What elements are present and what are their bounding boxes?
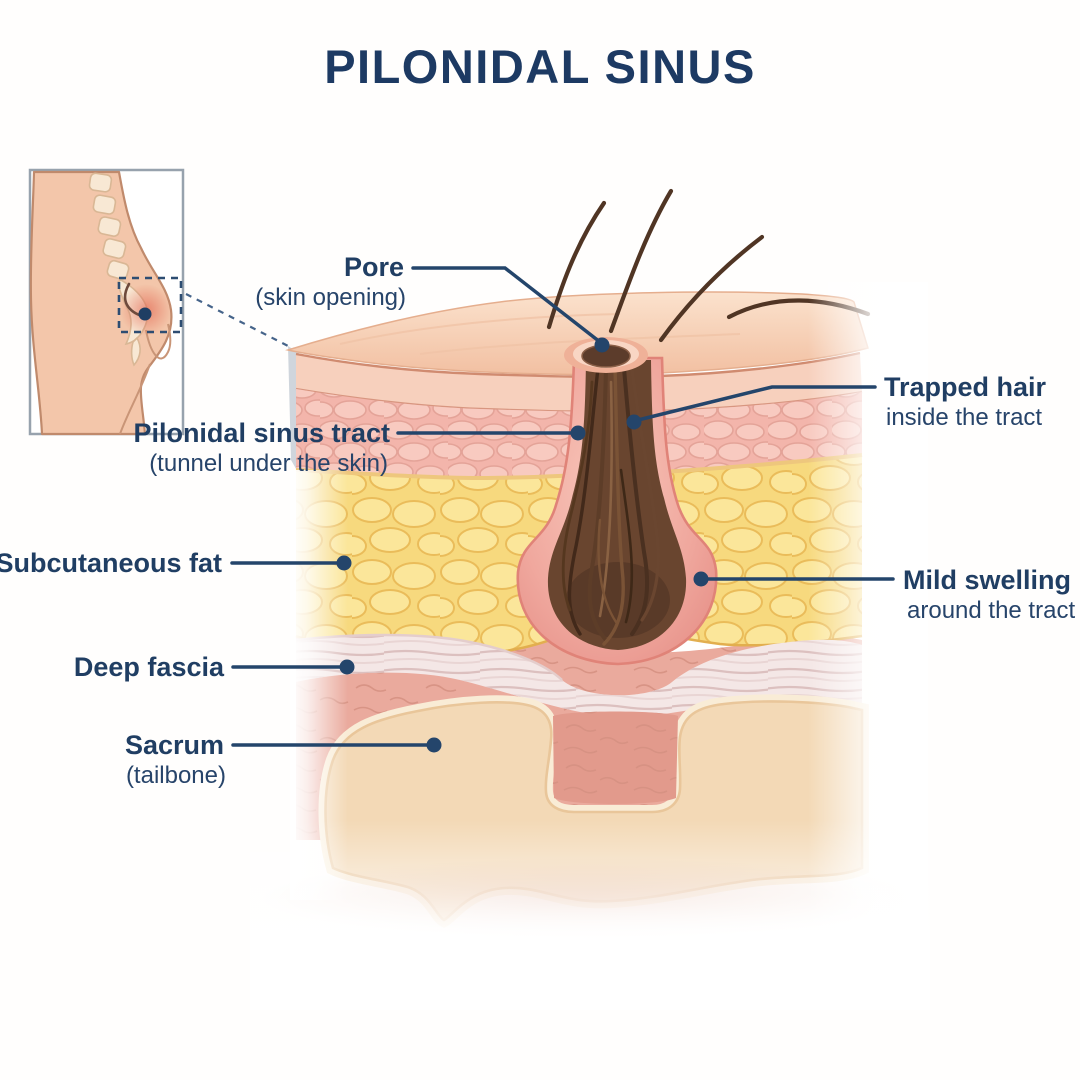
label-subtitle: (tailbone) xyxy=(126,762,226,789)
label-subcutaneous-fat: Subcutaneous fat xyxy=(0,548,352,578)
page-title: PILONIDAL SINUS xyxy=(324,40,756,93)
label-subtitle: inside the tract xyxy=(886,404,1042,431)
label-title: Deep fascia xyxy=(74,652,225,682)
surface-hairs xyxy=(546,188,871,343)
anchor-dot xyxy=(693,571,709,587)
label-title: Pilonidal sinus tract xyxy=(133,418,390,448)
inset-figure xyxy=(28,168,297,436)
lower-back-side-view-icon xyxy=(29,170,183,436)
label-title: Trapped hair xyxy=(884,372,1047,402)
sinus-location-dot xyxy=(138,307,152,321)
leader-line xyxy=(636,385,877,422)
zoom-region-box xyxy=(117,276,183,334)
anchor-dot xyxy=(339,659,355,675)
anchor-dot xyxy=(594,337,610,353)
anchor-dot xyxy=(626,414,642,430)
label-mild-swelling: Mild swelling around the tract xyxy=(693,565,1075,624)
label-sacrum: Sacrum (tailbone) xyxy=(125,730,442,789)
leader-line xyxy=(411,266,602,344)
inset-connector-line xyxy=(185,293,297,351)
label-subtitle: (skin opening) xyxy=(255,284,406,311)
annotations: Pore (skin opening) Pilonidal sinus trac… xyxy=(0,252,1075,789)
label-title: Sacrum xyxy=(125,730,224,760)
label-subtitle: (tunnel under the skin) xyxy=(149,450,388,477)
label-pore: Pore (skin opening) xyxy=(255,252,610,353)
bottom-fade xyxy=(250,820,930,1010)
tract-cavity-depth xyxy=(566,562,670,638)
fascia-texture xyxy=(296,635,862,717)
label-trapped-hair: Trapped hair inside the tract xyxy=(626,372,1047,431)
label-title: Pore xyxy=(344,252,404,282)
label-subtitle: around the tract xyxy=(907,597,1075,624)
anchor-dot xyxy=(336,555,352,571)
label-title: Mild swelling xyxy=(903,565,1071,595)
anchor-dot xyxy=(570,425,586,441)
label-title: Subcutaneous fat xyxy=(0,548,222,578)
anchor-dot xyxy=(426,737,442,753)
label-pilonidal-sinus-tract: Pilonidal sinus tract (tunnel under the … xyxy=(133,418,586,477)
label-deep-fascia: Deep fascia xyxy=(74,652,355,682)
pore-opening xyxy=(564,337,648,373)
cross-section xyxy=(250,188,930,1010)
